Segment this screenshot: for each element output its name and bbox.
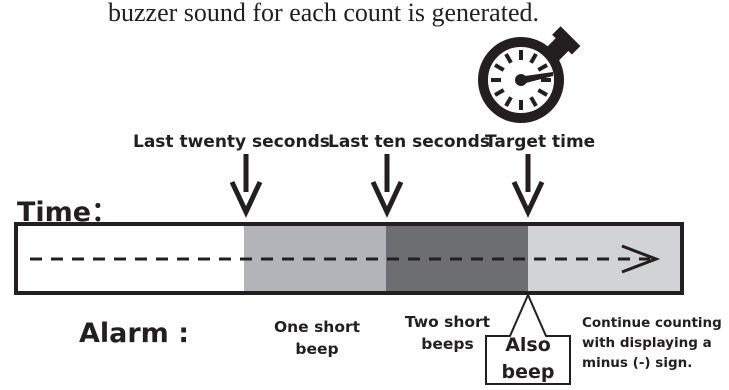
caption-text: buzzer sound for each count is generated… [108, 0, 539, 27]
marker-label-last-ten-seconds: Last ten seconds [328, 132, 490, 152]
down-arrow-icon [370, 154, 404, 218]
marker-label-last-twenty-seconds: Last twenty seconds [133, 132, 330, 152]
segment-label-two-short-beeps: Two short beeps [404, 313, 491, 353]
callout-label-also-beep: Also beep [501, 334, 555, 383]
also-beep-callout [485, 292, 571, 385]
down-arrow-icon [229, 154, 263, 218]
down-arrow-icon [511, 154, 545, 218]
segment-label-continue-counting: Continue counting with displaying a minu… [582, 315, 722, 371]
stopwatch-icon [478, 26, 581, 123]
marker-label-target-time: Target time [485, 132, 596, 152]
caption: buzzer sound for each count is generated… [0, 0, 729, 44]
alarm-label: Alarm : [79, 318, 190, 349]
segment-label-one-short-beep: One short beep [273, 318, 361, 358]
